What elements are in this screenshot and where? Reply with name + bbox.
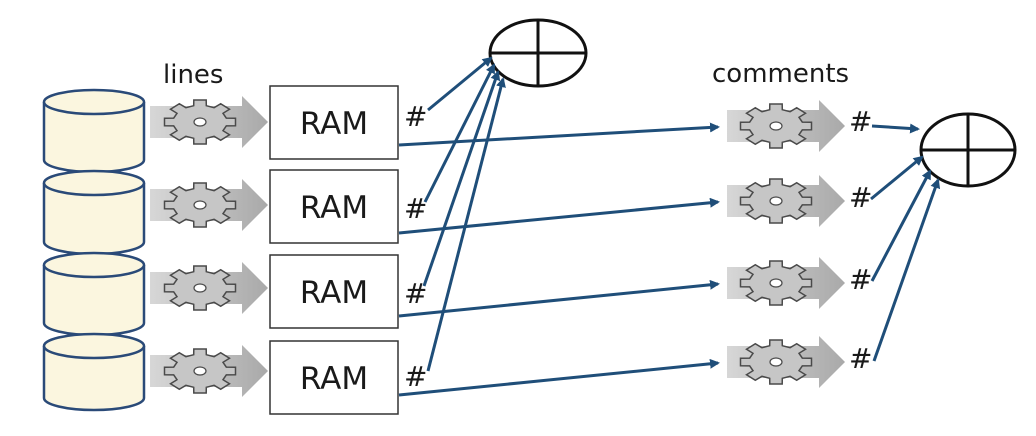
gear-icon	[739, 260, 813, 306]
database-cylinder-icon	[42, 332, 146, 412]
database-cylinder-icon	[42, 88, 146, 174]
comments-label: comments	[712, 59, 849, 89]
gear-icon	[163, 348, 237, 394]
database-cylinder-icon	[42, 169, 146, 256]
database-cylinder-icon	[42, 251, 146, 337]
arrow	[872, 178, 941, 362]
arrow	[871, 123, 920, 134]
hash-mark: #	[404, 192, 427, 225]
hash-mark: #	[404, 360, 427, 393]
hash-mark: #	[849, 263, 872, 296]
arrow	[422, 70, 501, 287]
circle-plus-icon	[488, 18, 588, 88]
lines-label: lines	[163, 60, 223, 90]
reduce-stage	[727, 100, 845, 388]
database-stack	[42, 88, 146, 412]
arrows-to-top-combiner	[422, 56, 506, 372]
ram-box: RAM	[269, 340, 399, 415]
arrow	[398, 279, 720, 318]
arrow	[398, 122, 720, 147]
arrow	[398, 197, 720, 235]
ram-label: RAM	[300, 361, 368, 397]
gear-icon	[739, 103, 813, 149]
gear-icon	[163, 99, 237, 145]
hash-mark: #	[849, 342, 872, 375]
gear-icon	[739, 178, 813, 224]
arrows-to-right-combiner	[870, 123, 941, 362]
gear-icon	[163, 265, 237, 311]
arrows-to-reduce	[398, 122, 720, 397]
ram-box: RAM	[269, 85, 399, 160]
ram-boxes: RAM RAM RAM RAM	[269, 85, 399, 415]
hash-mark: #	[404, 100, 427, 133]
gear-icon	[163, 182, 237, 228]
hash-mark: #	[404, 277, 427, 310]
ram-label: RAM	[300, 275, 368, 311]
ram-box: RAM	[269, 254, 399, 329]
ram-label: RAM	[300, 106, 368, 142]
map-stage	[150, 96, 268, 397]
hash-mark: #	[849, 105, 872, 138]
ram-box: RAM	[269, 169, 399, 244]
arrow	[398, 358, 720, 397]
arrow	[427, 56, 493, 112]
arrow	[426, 77, 506, 372]
circle-plus-icon	[919, 112, 1017, 188]
gear-icon	[739, 339, 813, 385]
arrow	[870, 155, 924, 201]
hash-mark: #	[849, 181, 872, 214]
arrow	[423, 63, 496, 203]
ram-label: RAM	[300, 190, 368, 226]
arrow	[870, 169, 932, 282]
